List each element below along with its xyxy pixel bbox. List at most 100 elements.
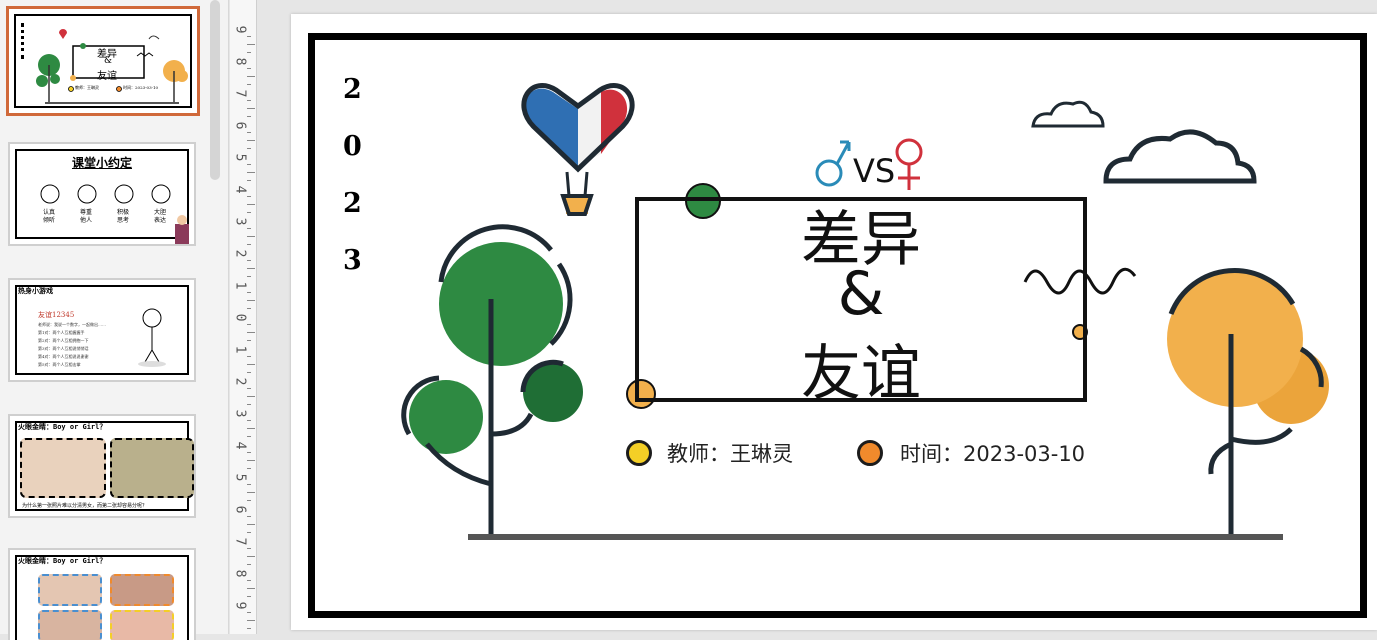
slide-canvas[interactable]: 2 0 2 3 bbox=[291, 14, 1377, 630]
thumbnail-item-2: 尊重 他人 bbox=[80, 209, 93, 224]
ruler-tick bbox=[247, 140, 255, 141]
vs-text: VS bbox=[853, 152, 896, 190]
slide-thumbnail-1[interactable]: 差异 & 友谊 教师：王琳灵 时间：2023-03-10 bbox=[6, 6, 200, 116]
kids-photo bbox=[110, 438, 194, 498]
thumbnail-title: 火眼金睛：Boy or Girl？ bbox=[18, 423, 107, 431]
ruler-tick bbox=[247, 244, 251, 245]
ruler-number: 8 bbox=[232, 569, 248, 578]
ruler-tick bbox=[247, 44, 255, 45]
thumbnail-line: 第2对：两个人互相拥抱一下 bbox=[38, 338, 89, 343]
ruler-tick bbox=[247, 228, 251, 229]
ruler-tick bbox=[247, 484, 251, 485]
ruler-tick bbox=[247, 556, 255, 557]
ruler-number: 5 bbox=[232, 473, 248, 482]
thumbnail-title-line3: 友谊 bbox=[97, 71, 117, 82]
ruler-tick bbox=[247, 372, 251, 373]
ruler-tick bbox=[247, 492, 255, 493]
ruler-tick bbox=[247, 172, 255, 173]
ruler-tick bbox=[247, 612, 251, 613]
photo-tile bbox=[38, 574, 102, 606]
photo-tile bbox=[110, 610, 174, 640]
time-bullet-dot bbox=[857, 440, 883, 466]
ruler-tick bbox=[247, 84, 251, 85]
thumbnail-title-line1: 差异 bbox=[97, 49, 117, 60]
thumbnail-title: 火眼金睛：Boy or Girl？ bbox=[18, 557, 107, 565]
ruler-number: 8 bbox=[232, 57, 248, 66]
ruler-tick bbox=[247, 236, 255, 237]
ruler-tick bbox=[247, 340, 251, 341]
ruler-tick bbox=[247, 276, 251, 277]
time-text[interactable]: 时间：2023-03-10 bbox=[900, 442, 1086, 466]
thumbnail-lines: 老师说：我说一个数字，一起做出…… 第1对：两个人互相握握手 第2对：两个人互相… bbox=[38, 321, 106, 369]
thumbnail-scrollbar[interactable] bbox=[210, 0, 220, 180]
ruler-tick bbox=[247, 204, 255, 205]
ruler-tick bbox=[247, 76, 255, 77]
ruler-tick bbox=[247, 268, 255, 269]
year-digit: 2 bbox=[343, 188, 362, 219]
thumbnail-line: 第3对：两个人互相说悄悄话 bbox=[38, 346, 89, 351]
ruler-number: 4 bbox=[232, 441, 248, 450]
slide-thumbnail-4[interactable]: 火眼金睛：Boy or Girl？ 为什么第一张照片难以分清男女，而第二张却容易… bbox=[8, 414, 196, 518]
thumbnail-caption: 为什么第一张照片难以分清男女，而第二张却容易分呢？ bbox=[22, 503, 148, 509]
slide-thumbnail-5[interactable]: 火眼金睛：Boy or Girl？ bbox=[8, 548, 196, 640]
ruler-tick bbox=[247, 628, 251, 629]
ruler-tick bbox=[247, 588, 255, 589]
female-symbol-icon bbox=[895, 138, 923, 190]
thumbnail-line: 第5对：两个人互相击掌 bbox=[38, 362, 81, 367]
green-dot bbox=[685, 183, 721, 219]
ruler-tick bbox=[247, 180, 251, 181]
ruler-tick bbox=[247, 364, 255, 365]
ruler-tick bbox=[247, 404, 251, 405]
ruler-number: 6 bbox=[232, 121, 248, 130]
thumbnail-frame bbox=[15, 149, 189, 239]
wave-squiggle bbox=[1023, 267, 1137, 295]
ruler-tick bbox=[247, 468, 251, 469]
year-digit: 0 bbox=[343, 131, 362, 162]
thumbnail-frame bbox=[15, 285, 189, 375]
ruler-tick bbox=[247, 428, 255, 429]
ruler-number: 2 bbox=[232, 377, 248, 386]
ruler-tick bbox=[247, 524, 255, 525]
ruler-tick bbox=[247, 324, 251, 325]
ruler-number: 6 bbox=[232, 505, 248, 514]
ruler-tick bbox=[247, 36, 251, 37]
title-line2: & bbox=[837, 259, 885, 329]
ruler-tick bbox=[247, 500, 251, 501]
thumbnail-title-line2: & bbox=[104, 56, 113, 66]
ruler-tick bbox=[247, 452, 251, 453]
title-line1: 差异 bbox=[801, 205, 921, 275]
stick-figure-illustration bbox=[138, 308, 166, 367]
thumbnail-frame bbox=[15, 555, 189, 640]
slide-thumbnail-2[interactable]: 课堂小约定 认真 倾听 尊重 他人 积极 思考 大胆 表达 bbox=[8, 142, 196, 246]
ruler-tick bbox=[247, 260, 251, 261]
thumbnail-line: 第4对：两个人互相说说谢谢 bbox=[38, 354, 89, 359]
ruler-tick bbox=[247, 108, 255, 109]
thumbnail-item-1: 认真 倾听 bbox=[43, 209, 56, 224]
thumbnail-line: 第1对：两个人互相握握手 bbox=[38, 330, 85, 335]
ruler-tick bbox=[247, 68, 251, 69]
title-box[interactable]: 差异 & 友谊 bbox=[635, 197, 1087, 409]
ruler-tick bbox=[247, 596, 251, 597]
title-line3: 友谊 bbox=[801, 339, 921, 409]
year-dots bbox=[21, 23, 28, 59]
ruler-tick bbox=[247, 532, 251, 533]
ruler-number: 5 bbox=[232, 153, 248, 162]
slide-thumbnail-3[interactable]: 热身小游戏 友谊12345 老师说：我说一个数字，一起做出…… 第1对：两个人互… bbox=[8, 278, 196, 382]
ruler-tick bbox=[247, 388, 251, 389]
ruler-tick bbox=[247, 52, 251, 53]
ruler-number: 3 bbox=[232, 409, 248, 418]
ruler-number: 2 bbox=[232, 249, 248, 258]
thumbnail-item-4: 大胆 表达 bbox=[154, 209, 167, 224]
teacher-text[interactable]: 教师：王琳灵 bbox=[667, 442, 793, 466]
ruler-number: 1 bbox=[232, 281, 248, 290]
ruler-tick bbox=[247, 164, 251, 165]
thumbnail-item-3: 积极 思考 bbox=[117, 209, 130, 224]
thumbnail-1-illustration bbox=[36, 29, 188, 104]
thumbnail-teacher: 教师：王琳灵 bbox=[75, 85, 99, 90]
photo-tile bbox=[38, 610, 102, 640]
slide-border-frame bbox=[308, 33, 1367, 618]
ruler-tick bbox=[247, 564, 251, 565]
ruler-number: 0 bbox=[232, 313, 248, 322]
ruler-tick bbox=[247, 100, 251, 101]
